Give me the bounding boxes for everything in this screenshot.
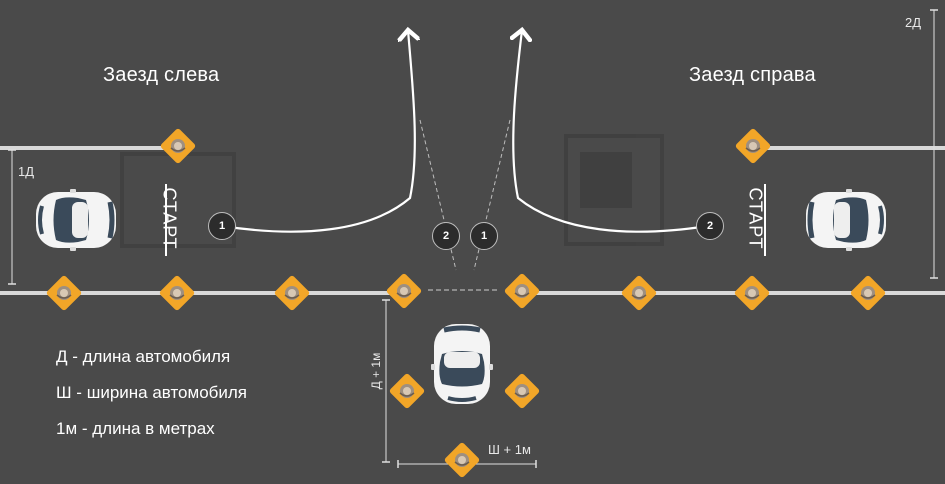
car-box [431, 324, 493, 404]
car-right [806, 189, 886, 251]
start-label-right: СТАРТ [745, 187, 766, 250]
title-right-entry: Заезд справа [689, 64, 816, 86]
dimension-2d-label: 2Д [905, 15, 922, 30]
trajectory-left [221, 30, 415, 233]
start-label-left: СТАРТ [159, 187, 180, 250]
trajectory-right [513, 30, 709, 233]
legend-metres: 1м - длина в метрах [56, 419, 215, 438]
marker-middle-left: 2 [432, 222, 460, 250]
dimension-1d-label: 1Д [18, 164, 35, 179]
dimension-box-length-label: Д + 1м [369, 352, 383, 390]
marker-middle-right: 1 [470, 222, 498, 250]
marker-left-start: 1 [208, 212, 236, 240]
car-left [36, 189, 116, 251]
dimension-box-width-label: Ш + 1м [488, 442, 531, 457]
marker-right-start: 2 [696, 212, 724, 240]
watermark [120, 134, 664, 248]
title-left-entry: Заезд слева [103, 64, 220, 86]
legend-width: Ш - ширина автомобиля [56, 383, 248, 402]
legend-length: Д - длина автомобиля [56, 347, 231, 366]
